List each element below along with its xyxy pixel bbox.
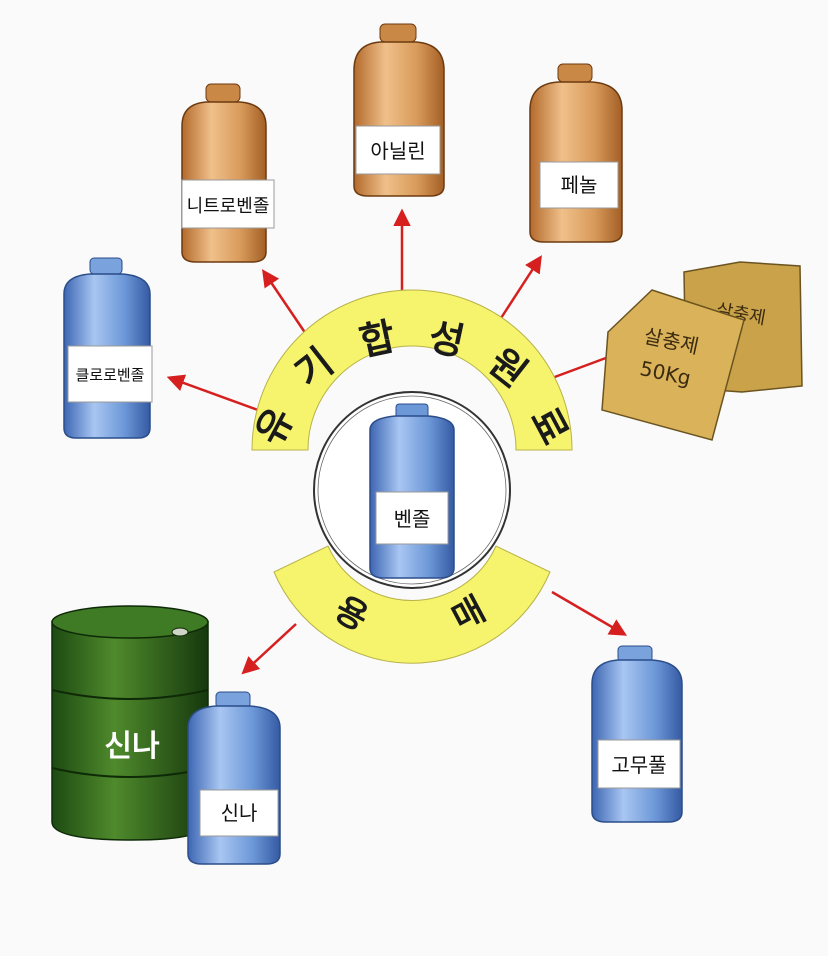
center-circle-inner-ring [317,395,507,585]
bag-front [601,289,745,441]
bottle-chlorobenzene: 클로로벤졸 [63,257,153,439]
arrow-to-thinner [241,623,297,675]
arc-band-bottom [273,545,551,664]
insecticide-bags: 살충제 살충제 50Kg [601,261,803,441]
center-label: 벤졸 [394,507,431,531]
arrow-to-rubber-cement [551,590,628,636]
thinner-drum: 신나 [51,605,209,841]
arrow-to-nitrobenzene [262,269,312,341]
bottle-aniline: 아닐린 [353,23,445,197]
product-label: 아닐린 [370,139,425,163]
bottle-thinner: 신나 [187,691,281,865]
product-label: 페놀 [561,173,598,197]
arrow-to-chlorobenzene [166,374,259,412]
bottle-rubber-cement: 고무풀 [591,645,683,823]
product-label: 고무풀 [611,753,666,777]
arc-band-top [251,289,573,451]
drum-label: 신나 [104,729,160,764]
product-label: 신나 [221,801,258,825]
bottle-nitrobenzene: 니트로벤졸 [181,83,275,263]
product-label: 클로로벤졸 [75,366,144,384]
product-label: 니트로벤졸 [187,196,270,217]
center-bottle-benzene: 벤졸 [369,403,455,579]
bottle-phenol: 페놀 [529,63,623,243]
